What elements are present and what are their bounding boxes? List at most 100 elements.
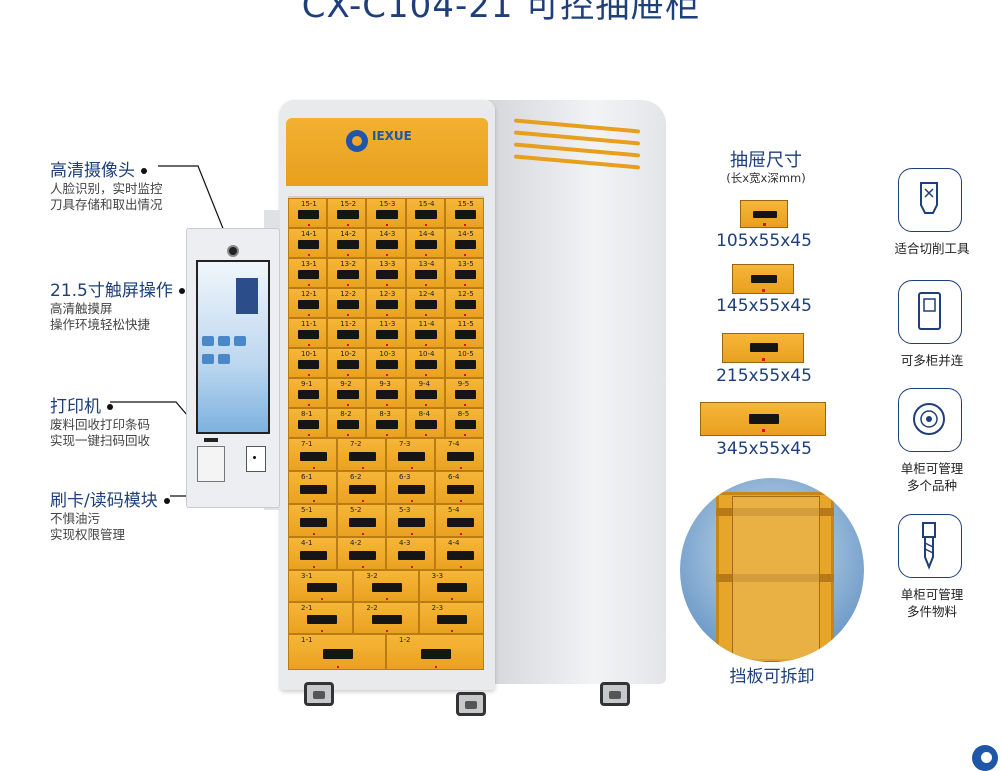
brand-logo-icon xyxy=(346,130,368,152)
drawer-12-3[interactable]: 12-3 xyxy=(366,288,406,318)
drawer-12-4[interactable]: 12-4 xyxy=(405,288,445,318)
drawer-9-1[interactable]: 9-1 xyxy=(288,378,328,408)
drawer-13-2[interactable]: 13-2 xyxy=(327,258,367,288)
drawer-3-2[interactable]: 3-2 xyxy=(353,570,419,602)
drawer-indicator-led xyxy=(307,224,310,226)
drawer-label: 11-4 xyxy=(418,320,435,328)
drawer-2-3[interactable]: 2-3 xyxy=(418,602,484,634)
callout-touchscreen-line-2: 操作环境轻松快捷 xyxy=(50,317,151,332)
drawer-indicator-led xyxy=(464,254,467,256)
screen-app-icon[interactable] xyxy=(218,354,230,364)
drawer-handle-slot xyxy=(297,270,320,279)
drawer-label: 11-1 xyxy=(301,320,317,328)
drawer-11-5[interactable]: 11-5 xyxy=(444,318,484,348)
drawer-handle-slot xyxy=(337,330,359,339)
drawer-8-1[interactable]: 8-1 xyxy=(288,408,328,438)
drawer-14-3[interactable]: 14-3 xyxy=(366,228,406,258)
drawer-4-3[interactable]: 4-3 xyxy=(386,537,435,570)
drawer-15-1[interactable]: 15-1 xyxy=(288,198,328,228)
drawer-12-1[interactable]: 12-1 xyxy=(288,288,328,318)
drawer-indicator-led xyxy=(385,434,388,436)
drawer-6-4[interactable]: 6-4 xyxy=(435,471,484,504)
drawer-indicator-led xyxy=(307,284,310,286)
drawer-8-2[interactable]: 8-2 xyxy=(327,408,367,438)
drawer-15-4[interactable]: 15-4 xyxy=(405,198,445,228)
drawer-handle-slot xyxy=(376,210,398,219)
drawer-8-4[interactable]: 8-4 xyxy=(405,408,445,438)
baffle-panel xyxy=(732,496,820,662)
drawer-5-3[interactable]: 5-3 xyxy=(386,504,435,537)
drawer-handle-slot xyxy=(337,390,359,399)
drawer-label: 2-1 xyxy=(301,604,313,612)
drawer-13-5[interactable]: 13-5 xyxy=(444,258,484,288)
drawer-14-2[interactable]: 14-2 xyxy=(327,228,367,258)
screen-app-icon[interactable] xyxy=(234,336,246,346)
drawer-size-label-1: 105x55x45 xyxy=(716,231,812,251)
drawer-5-2[interactable]: 5-2 xyxy=(337,504,386,537)
screen-app-icon[interactable] xyxy=(202,354,214,364)
drawer-13-3[interactable]: 13-3 xyxy=(366,258,406,288)
drawer-1-2[interactable]: 1-2 xyxy=(386,634,484,670)
drawer-label: 14-2 xyxy=(340,230,357,238)
drawer-indicator-led xyxy=(346,284,349,286)
drawer-label: 6-4 xyxy=(448,473,460,481)
drawer-6-1[interactable]: 6-1 xyxy=(288,471,337,504)
drawer-11-1[interactable]: 11-1 xyxy=(288,318,328,348)
drawer-5-1[interactable]: 5-1 xyxy=(288,504,337,537)
drawer-2-1[interactable]: 2-1 xyxy=(288,602,354,634)
drawer-14-5[interactable]: 14-5 xyxy=(444,228,484,258)
drawer-4-2[interactable]: 4-2 xyxy=(337,537,386,570)
drawer-10-1[interactable]: 10-1 xyxy=(288,348,328,378)
drawer-9-4[interactable]: 9-4 xyxy=(405,378,445,408)
drawer-9-5[interactable]: 9-5 xyxy=(444,378,484,408)
drawer-indicator-led xyxy=(459,500,462,502)
drawer-10-5[interactable]: 10-5 xyxy=(444,348,484,378)
drawer-8-3[interactable]: 8-3 xyxy=(366,408,406,438)
drawer-13-1[interactable]: 13-1 xyxy=(288,258,328,288)
drawer-9-2[interactable]: 9-2 xyxy=(327,378,367,408)
drawer-handle-slot xyxy=(376,270,398,279)
drawer-indicator-led xyxy=(464,314,467,316)
drawer-indicator-led xyxy=(435,666,437,668)
callout-camera-title: 高清摄像头 xyxy=(50,161,135,181)
drawer-11-4[interactable]: 11-4 xyxy=(405,318,445,348)
drawer-7-3[interactable]: 7-3 xyxy=(386,438,435,471)
drawer-7-4[interactable]: 7-4 xyxy=(435,438,484,471)
drawer-10-3[interactable]: 10-3 xyxy=(366,348,406,378)
screen-app-icon[interactable] xyxy=(202,336,214,346)
drawer-4-1[interactable]: 4-1 xyxy=(288,537,337,570)
drawer-handle-slot xyxy=(454,330,477,339)
drawer-12-2[interactable]: 12-2 xyxy=(327,288,367,318)
drawer-13-4[interactable]: 13-4 xyxy=(405,258,445,288)
drawer-15-2[interactable]: 15-2 xyxy=(327,198,367,228)
drawer-8-5[interactable]: 8-5 xyxy=(444,408,484,438)
drawer-handle-slot xyxy=(447,484,474,494)
drawer-10-2[interactable]: 10-2 xyxy=(327,348,367,378)
drawer-15-3[interactable]: 15-3 xyxy=(366,198,406,228)
drawer-3-3[interactable]: 3-3 xyxy=(418,570,484,602)
drawer-2-2[interactable]: 2-2 xyxy=(353,602,419,634)
drawer-14-1[interactable]: 14-1 xyxy=(288,228,328,258)
drawer-15-5[interactable]: 15-5 xyxy=(444,198,484,228)
drawer-7-1[interactable]: 7-1 xyxy=(288,438,337,471)
drawer-7-2[interactable]: 7-2 xyxy=(337,438,386,471)
drawer-14-4[interactable]: 14-4 xyxy=(405,228,445,258)
drawer-9-3[interactable]: 9-3 xyxy=(366,378,406,408)
drawer-5-4[interactable]: 5-4 xyxy=(435,504,484,537)
drawer-12-5[interactable]: 12-5 xyxy=(444,288,484,318)
drawer-1-1[interactable]: 1-1 xyxy=(288,634,386,670)
drawer-6-3[interactable]: 6-3 xyxy=(386,471,435,504)
drawer-4-4[interactable]: 4-4 xyxy=(435,537,484,570)
touchscreen[interactable] xyxy=(196,260,270,434)
callout-touchscreen-line-1: 高清触摸屏 xyxy=(50,301,113,316)
drawer-11-3[interactable]: 11-3 xyxy=(366,318,406,348)
drawer-6-2[interactable]: 6-2 xyxy=(337,471,386,504)
card-reader-icon[interactable] xyxy=(246,446,266,472)
drawer-11-2[interactable]: 11-2 xyxy=(327,318,367,348)
drawer-label: 15-2 xyxy=(340,200,357,208)
drawer-handle-slot xyxy=(306,615,337,625)
screen-app-icon[interactable] xyxy=(218,336,230,346)
drawer-size-sample-3 xyxy=(722,333,804,363)
drawer-10-4[interactable]: 10-4 xyxy=(405,348,445,378)
drawer-3-1[interactable]: 3-1 xyxy=(288,570,354,602)
